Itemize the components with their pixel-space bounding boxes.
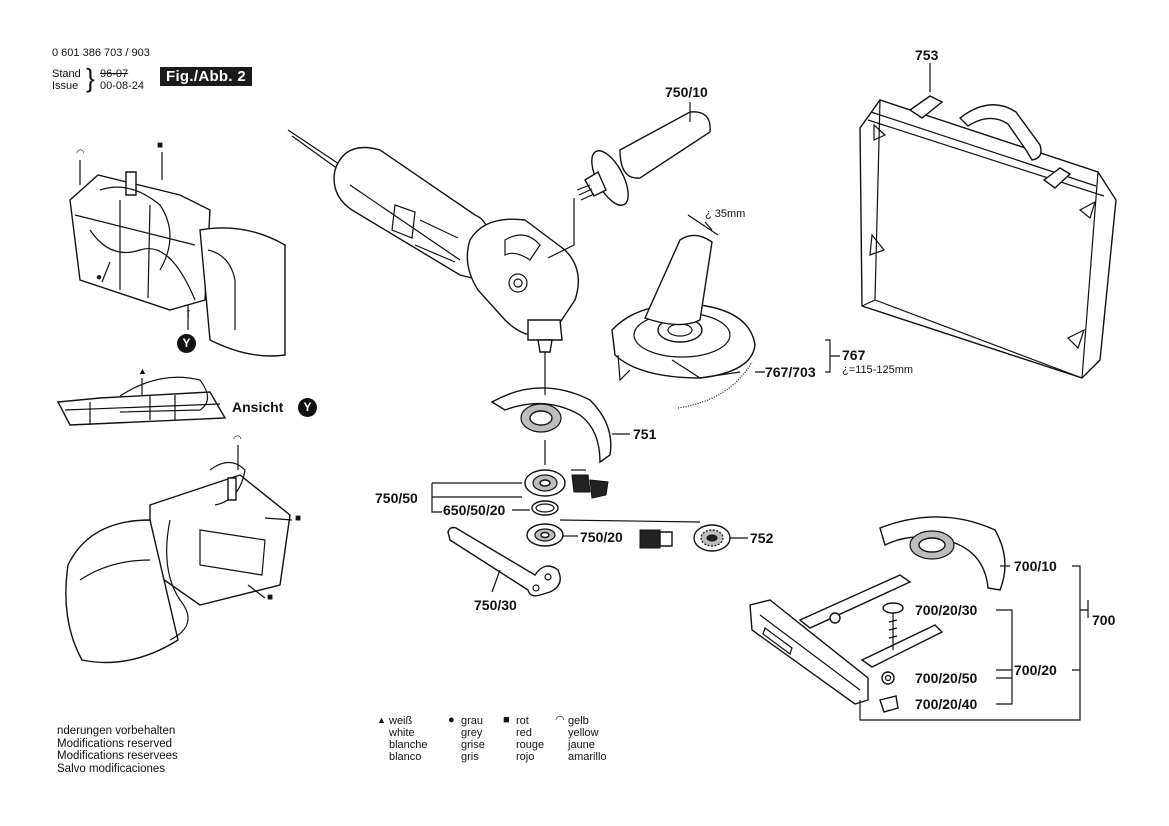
extraction-hood — [611, 214, 756, 409]
label-750-20: 750/20 — [580, 529, 623, 545]
red-marker-icon-2: ■ — [295, 513, 302, 524]
leader-767 — [755, 339, 840, 373]
legend-red-de: rot — [516, 715, 529, 727]
legend-yellow-fr: jaune — [568, 739, 595, 751]
white-marker-icon: ▲ — [138, 366, 147, 376]
stand-date: 96-07 — [100, 68, 129, 80]
legend-yellow-en: yellow — [568, 727, 599, 739]
yellow-semicircle-icon: ◠ — [555, 714, 565, 726]
view-y-badge: Y — [177, 334, 196, 353]
label-753: 753 — [915, 47, 939, 63]
legend-grey-fr: grise — [461, 739, 485, 751]
o-ring — [531, 500, 559, 516]
ansicht-y-badge: Y — [298, 398, 317, 417]
label-700-20-40: 700/20/40 — [915, 696, 978, 712]
grey-marker-icon: ● — [96, 272, 103, 283]
white-triangle-icon: ▲ — [377, 715, 386, 725]
modifications-line-es: Salvo modificaciones — [57, 762, 166, 775]
label-752: 752 — [750, 530, 774, 546]
wiring-detail-bottom — [65, 445, 293, 664]
issue-label: Issue — [52, 80, 79, 92]
legend-red-es: rojo — [516, 751, 535, 763]
mounting-flange — [524, 469, 609, 499]
label-700-20-50: 700/20/50 — [915, 670, 978, 686]
label-700-10: 700/10 — [1014, 558, 1057, 574]
yellow-marker-icon: ◠ — [76, 148, 85, 159]
stand-label: Stand — [52, 68, 81, 80]
legend-white: weiß white blanche blanco — [389, 715, 428, 763]
leader-750-50 — [431, 482, 522, 513]
parallel-guide-assembly — [749, 516, 1089, 721]
legend-white-es: blanco — [389, 751, 422, 763]
label-700-20-30: 700/20/30 — [915, 602, 978, 618]
grey-circle-icon: ● — [448, 714, 455, 726]
label-650-50-20: 650/50/20 — [443, 502, 506, 518]
angle-grinder — [287, 129, 579, 353]
leader-750-30 — [491, 569, 501, 593]
ansicht-label: Ansicht — [232, 399, 284, 415]
legend-grey-es: gris — [461, 751, 479, 763]
two-pin-spanner — [447, 526, 561, 597]
carrying-case — [859, 95, 1117, 379]
protective-guard — [490, 387, 612, 464]
modifications-line-de: nderungen vorbehalten — [57, 725, 176, 737]
red-marker-icon-3: ■ — [267, 592, 274, 603]
legend-yellow-de: gelb — [568, 715, 589, 727]
wiring-detail-side — [56, 376, 227, 426]
legend-yellow-es: amarillo — [568, 751, 607, 763]
label-700: 700 — [1092, 612, 1116, 628]
brace-glyph: } — [86, 63, 95, 93]
red-marker-icon: ■ — [157, 140, 164, 151]
label-750-30: 750/30 — [474, 597, 517, 613]
legend-red-fr: rouge — [516, 739, 545, 751]
legend-yellow: gelb yellow jaune amarillo — [568, 715, 607, 763]
document-number: 0 601 386 703 / 903 — [52, 47, 150, 59]
legend-white-fr: blanche — [389, 739, 428, 751]
auxiliary-handle — [547, 111, 711, 259]
arrow-up-icon: ↑ — [185, 304, 192, 320]
range-115-125: ¿=115-125mm — [842, 364, 914, 376]
clamping-nut — [526, 519, 701, 549]
label-700-20: 700/20 — [1014, 662, 1057, 678]
quick-clamping-nut — [693, 524, 731, 552]
figure-tag: Fig./Abb. 2 — [160, 67, 252, 86]
legend-white-en: white — [389, 727, 415, 739]
label-750-10: 750/10 — [665, 84, 708, 100]
label-767: 767 — [842, 347, 866, 363]
legend-grey: grau grey grise gris — [461, 715, 485, 763]
label-750-50: 750/50 — [375, 490, 418, 506]
legend-red: rot red rouge rojo — [516, 715, 544, 763]
yellow-marker-icon-2: ◠ — [233, 434, 242, 445]
issue-date: 00-08-24 — [100, 80, 145, 92]
wiring-detail-top — [69, 152, 286, 357]
label-767-703: 767/703 — [765, 364, 816, 380]
legend-grey-en: grey — [461, 727, 483, 739]
dim-35mm: ¿ 35mm — [705, 208, 746, 220]
legend-grey-de: grau — [461, 715, 484, 727]
modifications-note: nderungen vorbehalten Modifications rese… — [57, 725, 178, 775]
label-751: 751 — [633, 426, 657, 442]
modifications-line-en: Modifications reserved — [57, 737, 173, 750]
legend-white-de: weiß — [389, 715, 413, 727]
red-square-icon: ■ — [503, 714, 510, 726]
legend-red-en: red — [516, 727, 532, 739]
modifications-line-fr: Modifications reservees — [57, 750, 178, 762]
